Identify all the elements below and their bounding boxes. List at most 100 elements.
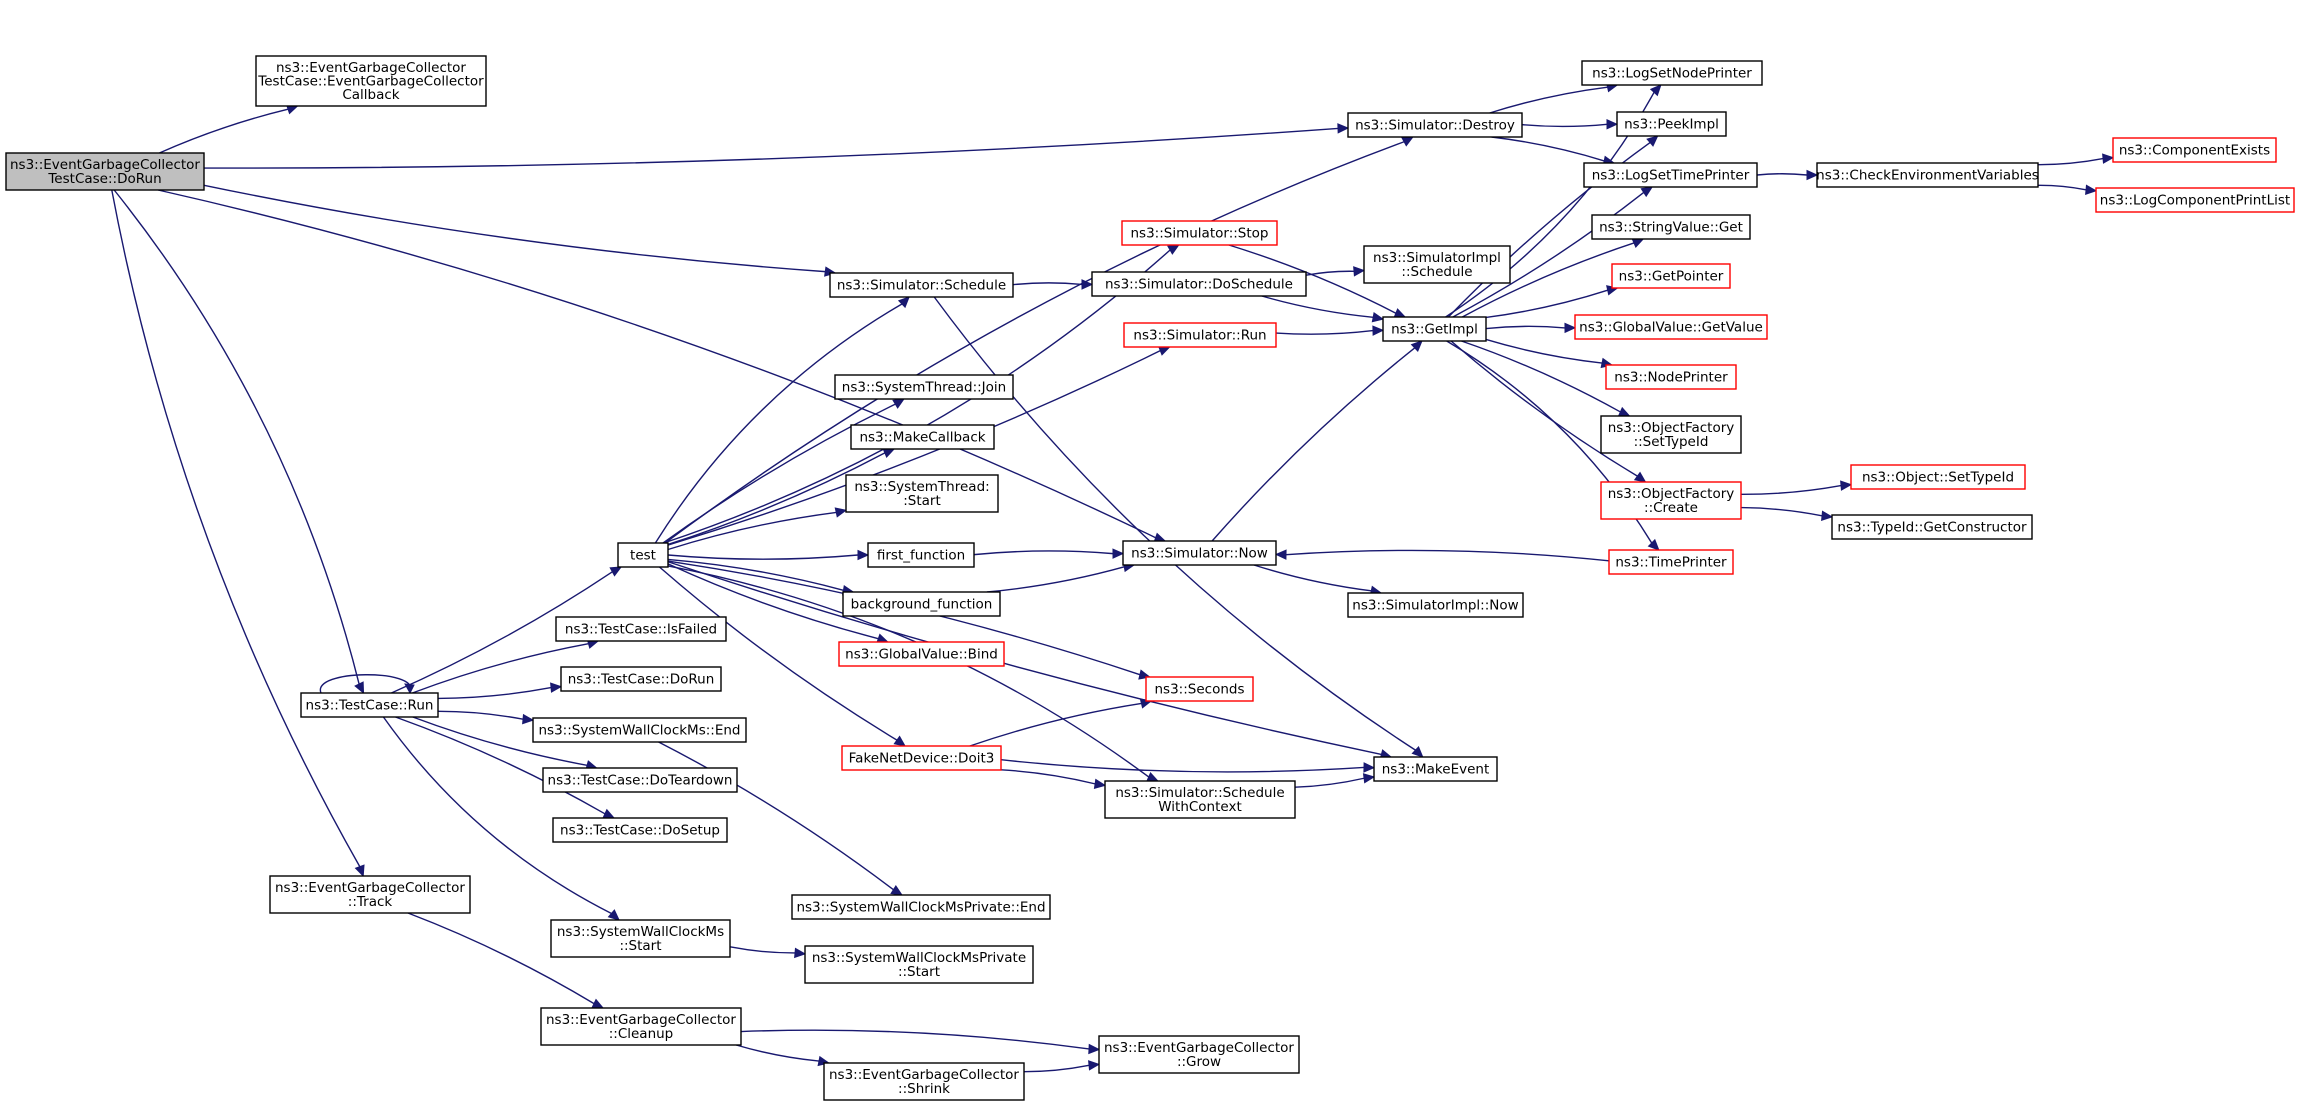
- edge-arrowhead: [1362, 773, 1376, 784]
- edge-arrowhead: [1821, 510, 1834, 522]
- call-edge: [1211, 340, 1423, 542]
- node-nodeprinter[interactable]: ns3::NodePrinter: [1605, 364, 1737, 390]
- node-tc-dorun[interactable]: ns3::TestCase::DoRun: [560, 666, 722, 692]
- node-sim-doschedule[interactable]: ns3::Simulator::DoSchedule: [1091, 271, 1307, 297]
- edge-line: [735, 1044, 820, 1062]
- node-logcomplist[interactable]: ns3::LogComponentPrintList: [2095, 187, 2295, 213]
- node-box: [1600, 481, 1742, 520]
- node-label: first_function: [877, 548, 965, 564]
- edge-line: [1000, 769, 1096, 785]
- call-edge: [1012, 279, 1094, 290]
- node-peekimpl[interactable]: ns3::PeekImpl: [1616, 111, 1727, 137]
- edge-arrowhead: [1633, 471, 1647, 483]
- node-sim-schedule[interactable]: ns3::Simulator::Schedule: [829, 272, 1014, 298]
- node-test[interactable]: test: [617, 542, 669, 568]
- call-edge: [1305, 266, 1366, 277]
- node-obj-settypeid[interactable]: ns3::Object::SetTypeId: [1850, 464, 2026, 490]
- node-sim-stop[interactable]: ns3::Simulator::Stop: [1121, 220, 1278, 246]
- edge-arrowhead: [602, 808, 616, 819]
- edge-line: [412, 716, 588, 767]
- node-box: [552, 817, 728, 843]
- edge-line: [412, 643, 589, 694]
- node-box: [1816, 162, 2039, 188]
- edge-arrowhead: [1274, 549, 1287, 560]
- node-sim-destroy[interactable]: ns3::Simulator::Destroy: [1347, 112, 1523, 138]
- edge-line: [159, 108, 289, 154]
- node-tc-run[interactable]: ns3::TestCase::Run: [300, 692, 439, 718]
- node-sim-run[interactable]: ns3::Simulator::Run: [1123, 322, 1277, 348]
- edge-line: [667, 452, 886, 546]
- node-egc-track[interactable]: ns3::EventGarbageCollector::Track: [269, 875, 471, 914]
- node-of-create[interactable]: ns3::ObjectFactory::Create: [1600, 481, 1742, 520]
- node-swc-start[interactable]: ns3::SystemWallClockMs::Start: [550, 919, 731, 958]
- node-label: ns3::EventGarbageCollector: [276, 60, 466, 76]
- node-swcp-start[interactable]: ns3::SystemWallClockMsPrivate::Start: [804, 945, 1034, 984]
- node-box: [1123, 322, 1277, 348]
- node-tc-teardown[interactable]: ns3::TestCase::DoTeardown: [542, 767, 738, 793]
- edge-arrowhead: [1410, 340, 1423, 353]
- node-egc-grow[interactable]: ns3::EventGarbageCollector::Grow: [1098, 1035, 1300, 1074]
- node-getimpl[interactable]: ns3::GetImpl: [1382, 316, 1487, 342]
- node-dorun[interactable]: ns3::EventGarbageCollectorTestCase::DoRu…: [5, 152, 205, 191]
- node-callback[interactable]: ns3::EventGarbageCollectorTestCase::Even…: [255, 55, 487, 107]
- node-timeprinter[interactable]: ns3::TimePrinter: [1608, 549, 1734, 575]
- node-sim-now[interactable]: ns3::Simulator::Now: [1122, 540, 1277, 566]
- node-box: [1850, 464, 2026, 490]
- node-label: ns3::SystemThread:: [854, 479, 989, 495]
- node-st-start[interactable]: ns3::SystemThread::Start: [845, 474, 999, 513]
- call-edge: [658, 741, 903, 896]
- call-edge: [1740, 506, 1834, 522]
- node-swc-end[interactable]: ns3::SystemWallClockMs::End: [532, 717, 747, 743]
- call-edge: [437, 710, 535, 725]
- node-box: [1373, 756, 1498, 782]
- call-edge: [740, 1029, 1101, 1055]
- call-edge: [159, 104, 299, 154]
- node-getpointer[interactable]: ns3::GetPointer: [1611, 263, 1731, 289]
- node-st-join[interactable]: ns3::SystemThread::Join: [834, 374, 1014, 400]
- node-box: [1831, 514, 2033, 540]
- edge-arrowhead: [1093, 778, 1107, 790]
- call-edge: [1450, 340, 1647, 483]
- node-box: [1605, 364, 1737, 390]
- edge-arrowhead: [1371, 312, 1385, 323]
- node-simimpl-schedule[interactable]: ns3::SimulatorImpl::Schedule: [1363, 245, 1511, 284]
- node-stringvalue-get[interactable]: ns3::StringValue::Get: [1591, 214, 1751, 240]
- node-label: ns3::TestCase::DoSetup: [560, 823, 720, 839]
- node-bg-fn[interactable]: background_function: [842, 591, 1001, 617]
- edge-line: [1489, 86, 1608, 114]
- node-label: ns3::Object::SetTypeId: [1862, 470, 2014, 486]
- node-typeid-getctor[interactable]: ns3::TypeId::GetConstructor: [1831, 514, 2033, 540]
- node-label: ns3::TypeId::GetConstructor: [1837, 520, 2027, 536]
- call-edge: [1756, 169, 1819, 181]
- node-box: [845, 474, 999, 513]
- node-egc-shrink[interactable]: ns3::EventGarbageCollector::Shrink: [823, 1062, 1025, 1101]
- node-first-fn[interactable]: first_function: [867, 542, 975, 568]
- node-checkenv[interactable]: ns3::CheckEnvironmentVariables: [1816, 162, 2039, 188]
- node-box: [1145, 676, 1254, 702]
- node-gv-bind[interactable]: ns3::GlobalValue::Bind: [838, 641, 1005, 667]
- node-compexists[interactable]: ns3::ComponentExists: [2112, 137, 2277, 163]
- call-edge: [1253, 564, 1383, 596]
- node-swcp-end[interactable]: ns3::SystemWallClockMsPrivate::End: [791, 894, 1051, 920]
- node-box: [300, 692, 439, 718]
- node-makecallback[interactable]: ns3::MakeCallback: [850, 424, 995, 450]
- call-edge: [1521, 119, 1619, 130]
- node-box: [829, 272, 1014, 298]
- call-edge: [203, 184, 837, 277]
- node-of-settypeid[interactable]: ns3::ObjectFactory::SetTypeId: [1600, 415, 1742, 454]
- node-gv-getvalue[interactable]: ns3::GlobalValue::GetValue: [1574, 314, 1768, 340]
- node-tc-isfailed[interactable]: ns3::TestCase::IsFailed: [555, 616, 727, 642]
- node-tc-setup[interactable]: ns3::TestCase::DoSetup: [552, 817, 728, 843]
- node-makeevent[interactable]: ns3::MakeEvent: [1373, 756, 1498, 782]
- edge-line: [663, 249, 1171, 544]
- node-seconds[interactable]: ns3::Seconds: [1145, 676, 1254, 702]
- node-logsettimeprinter[interactable]: ns3::LogSetTimePrinter: [1583, 162, 1758, 188]
- node-fnd-doit3[interactable]: FakeNetDevice::Doit3: [841, 745, 1002, 771]
- node-egc-cleanup[interactable]: ns3::EventGarbageCollector::Cleanup: [540, 1007, 742, 1046]
- edge-arrowhead: [1167, 244, 1180, 255]
- edge-line: [1485, 325, 1566, 330]
- node-simimpl-now[interactable]: ns3::SimulatorImpl::Now: [1347, 592, 1524, 618]
- edge-arrowhead: [897, 296, 910, 309]
- node-logsetnodeprinter[interactable]: ns3::LogSetNodePrinter: [1581, 60, 1763, 86]
